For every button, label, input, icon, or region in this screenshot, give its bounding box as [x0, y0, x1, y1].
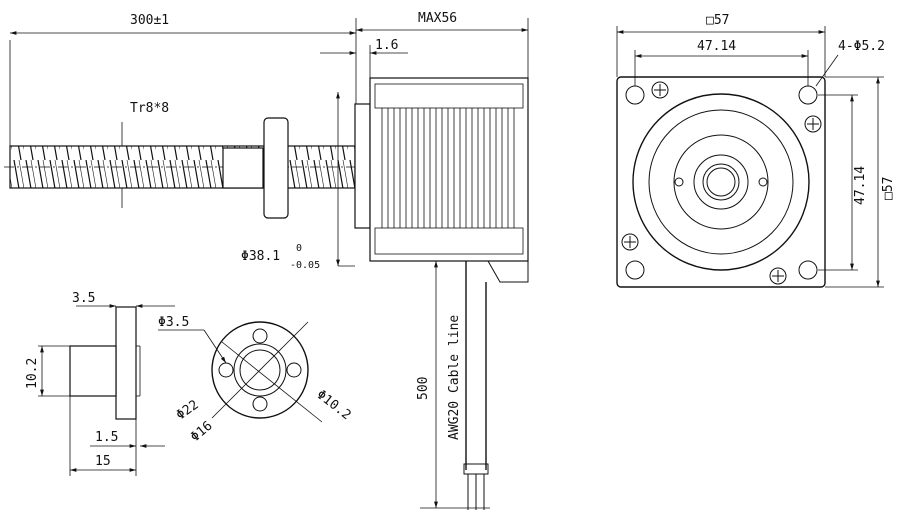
dim-mount-holes: 4-Φ5.2: [838, 39, 885, 54]
nut-side-view: 3.5 10.2 1.5 15: [25, 291, 175, 476]
dim-frame-width: □57: [706, 13, 729, 28]
screw-cross-icon: [772, 270, 784, 282]
screw-cross-icon: [624, 236, 636, 248]
dim-frame-height: □57: [881, 177, 896, 200]
dim-hole-spacing-v: 47.14: [853, 166, 868, 205]
dim-hole-spacing-h: 47.14: [697, 39, 736, 54]
motor-fins: [381, 108, 515, 228]
screw-nut-body: [222, 147, 264, 189]
dim-pilot-diameter: Φ38.1: [241, 249, 280, 264]
dim-motor-length: MAX56: [418, 11, 457, 26]
dim-flange-thickness: 1.6: [375, 38, 398, 53]
nut-front-view: Φ3.5 Φ22 Φ16 Φ10.2: [158, 315, 354, 445]
dim-nut-flange-step: 1.5: [95, 430, 118, 445]
dim-pilot-tol-upper: 0: [296, 243, 302, 254]
dim-nut-hole: Φ3.5: [158, 315, 189, 330]
dim-nut-body-dia: 10.2: [25, 358, 40, 389]
screw-cross-icon: [807, 118, 819, 130]
dim-screw-thread: Tr8*8: [130, 101, 169, 116]
dim-nut-length: 15: [95, 454, 111, 469]
motor-flange: [354, 103, 371, 229]
front-view: □57 47.14 4-Φ5.2 47.14 □57: [616, 13, 896, 288]
cable-outlet: [487, 260, 529, 283]
dim-nut-flange-thk: 3.5: [72, 291, 95, 306]
dim-nut-bore: Φ10.2: [314, 387, 354, 423]
dim-cable-length: 500: [416, 377, 431, 400]
dim-nut-pcd: Φ22: [174, 398, 202, 424]
dim-total-length: 300±1: [130, 13, 169, 28]
dim-nut-outer: Φ16: [188, 418, 216, 445]
screw-icon: [621, 233, 639, 251]
screw-icon: [804, 115, 822, 133]
screw-cross-icon: [654, 84, 666, 96]
dim-pilot-tol-lower: -0.05: [290, 260, 320, 271]
cable-label: AWG20 Cable line: [447, 315, 462, 440]
screw-icon: [769, 267, 787, 285]
screw-nut-flange: [263, 117, 289, 219]
frame-outline: [616, 76, 826, 288]
side-view: 300±1 MAX56 1.6 Tr8*8 Φ38.1 0 -0.05 500 …: [4, 11, 529, 510]
screw-icon: [651, 81, 669, 99]
